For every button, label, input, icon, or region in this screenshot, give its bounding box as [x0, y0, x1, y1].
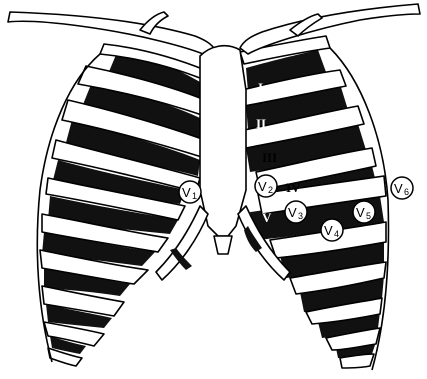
- lead-v5-number: 5: [366, 211, 371, 221]
- lead-v4-letter: V: [324, 223, 333, 238]
- lead-v6-marker: V 6: [391, 177, 413, 199]
- lead-v2-marker: V 2: [255, 175, 277, 197]
- lead-v3-letter: V: [288, 205, 297, 220]
- sternum: [200, 46, 246, 236]
- lead-v4-number: 4: [334, 229, 339, 239]
- lead-v1-marker: V 1: [179, 181, 201, 203]
- space-label-iv: IV: [286, 180, 301, 195]
- lead-v6-number: 6: [404, 187, 409, 197]
- space-label-i: I: [258, 80, 263, 95]
- lead-v1-number: 1: [192, 191, 197, 201]
- lead-v3-marker: V 3: [285, 201, 307, 223]
- lead-v5-marker: V 5: [353, 201, 375, 223]
- lead-v3-number: 3: [298, 211, 303, 221]
- space-label-iii: III: [262, 150, 277, 165]
- lead-v2-number: 2: [268, 185, 273, 195]
- lead-v1-letter: V: [182, 185, 191, 200]
- lead-v2-letter: V: [258, 179, 267, 194]
- lead-v4-marker: V 4: [321, 219, 343, 241]
- space-label-ii: II: [256, 116, 266, 131]
- lead-v6-letter: V: [394, 181, 403, 196]
- lead-v5-letter: V: [356, 205, 365, 220]
- space-label-v: V: [262, 210, 272, 225]
- xiphoid-process: [214, 236, 232, 254]
